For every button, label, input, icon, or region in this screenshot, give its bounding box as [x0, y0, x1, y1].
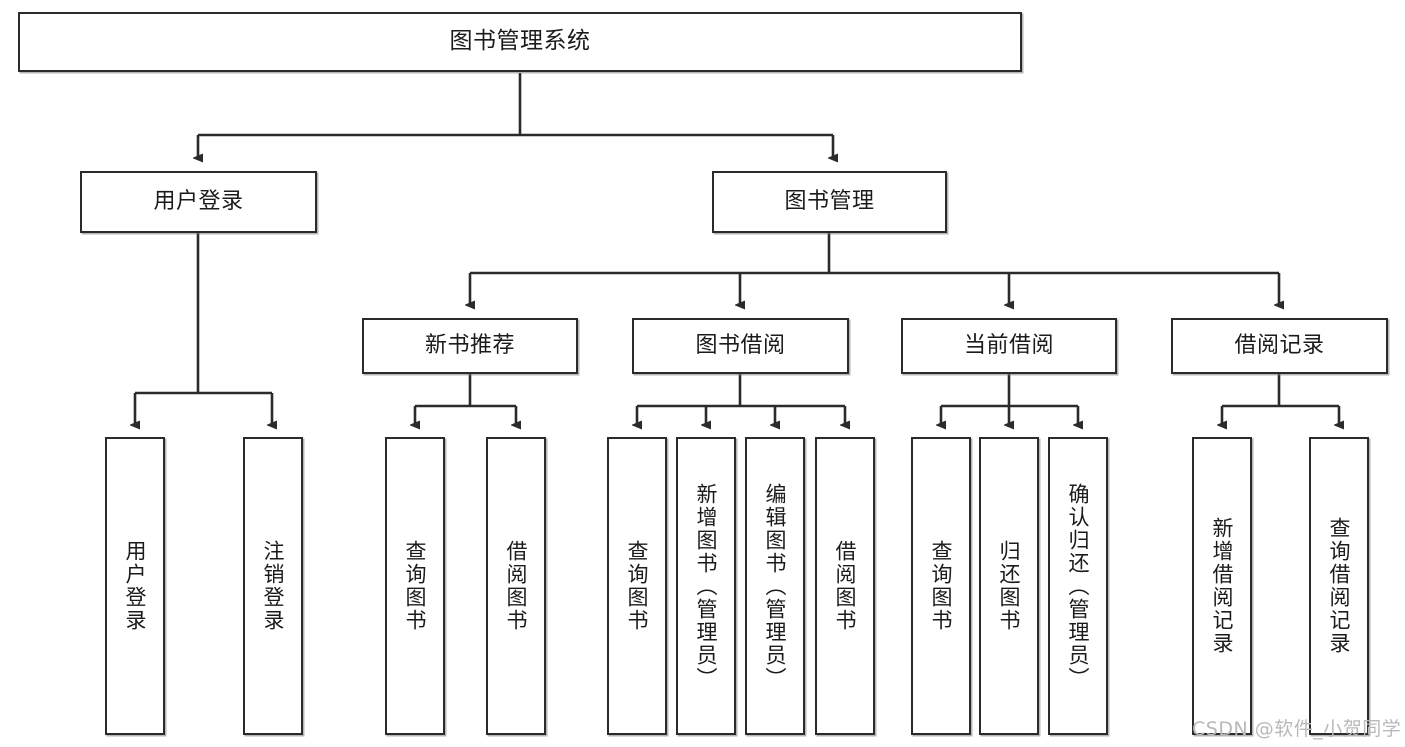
node-root-book-management-system[interactable]: 图书管理系统 — [18, 12, 1022, 72]
leaf-return-book[interactable]: 归还图书 — [979, 437, 1039, 735]
node-label: 用户登录 — [123, 540, 148, 632]
edges-newbook-to-leaves — [415, 374, 516, 425]
node-label: 查询图书 — [403, 540, 428, 632]
leaf-add-borrow-record[interactable]: 新增借阅记录 — [1192, 437, 1252, 735]
leaf-confirm-return-admin[interactable]: 确认归还（管理员） — [1048, 437, 1108, 735]
node-label: 借阅图书 — [833, 540, 858, 632]
edges-bookmgmt-to-level3 — [470, 233, 1279, 305]
node-label: 图书借阅 — [695, 333, 786, 359]
leaf-logout-login[interactable]: 注销登录 — [243, 437, 303, 735]
node-label: 借阅记录 — [1234, 333, 1325, 359]
node-new-book-recommend[interactable]: 新书推荐 — [362, 318, 578, 374]
node-label: 编辑图书（管理员） — [763, 482, 788, 690]
node-label: 当前借阅 — [963, 333, 1054, 359]
node-label: 查询图书 — [929, 540, 954, 632]
leaf-query-book-recommend[interactable]: 查询图书 — [385, 437, 445, 735]
node-label: 注销登录 — [261, 540, 286, 632]
node-label: 查询借阅记录 — [1327, 517, 1352, 655]
node-label: 新增借阅记录 — [1210, 517, 1235, 655]
leaf-borrow-book[interactable]: 借阅图书 — [815, 437, 875, 735]
node-current-borrow[interactable]: 当前借阅 — [901, 318, 1117, 374]
edges-current-to-leaves — [941, 374, 1078, 425]
node-label: 图书管理系统 — [449, 28, 591, 55]
edges-borrow-to-leaves — [637, 374, 845, 425]
node-label: 新书推荐 — [424, 333, 515, 359]
leaf-borrow-book-recommend[interactable]: 借阅图书 — [486, 437, 546, 735]
edges-root-to-level2 — [198, 73, 833, 158]
edges-userlogin-to-leaves — [135, 233, 272, 425]
node-book-borrow[interactable]: 图书借阅 — [632, 318, 849, 374]
leaf-query-borrow-record[interactable]: 查询借阅记录 — [1309, 437, 1369, 735]
node-label: 查询图书 — [625, 540, 650, 632]
watermark-csdn: CSDN @软件_小贺同学 — [1192, 718, 1402, 740]
node-book-management[interactable]: 图书管理 — [712, 171, 947, 233]
leaf-user-login[interactable]: 用户登录 — [105, 437, 165, 735]
node-label: 借阅图书 — [504, 540, 529, 632]
node-borrow-record[interactable]: 借阅记录 — [1171, 318, 1388, 374]
edges-record-to-leaves — [1222, 374, 1339, 425]
node-label: 归还图书 — [997, 540, 1022, 632]
leaf-query-book-current[interactable]: 查询图书 — [911, 437, 971, 735]
node-label: 用户登录 — [153, 189, 244, 215]
node-user-login[interactable]: 用户登录 — [80, 171, 317, 233]
node-label: 确认归还（管理员） — [1066, 482, 1091, 690]
leaf-query-book-borrow[interactable]: 查询图书 — [607, 437, 667, 735]
leaf-add-book-admin[interactable]: 新增图书（管理员） — [676, 437, 736, 735]
node-label: 图书管理 — [784, 189, 875, 215]
leaf-edit-book-admin[interactable]: 编辑图书（管理员） — [745, 437, 805, 735]
node-label: 新增图书（管理员） — [694, 482, 719, 690]
